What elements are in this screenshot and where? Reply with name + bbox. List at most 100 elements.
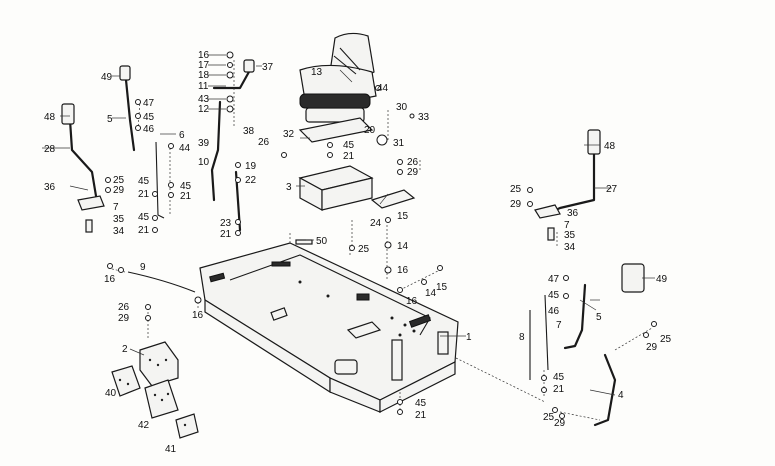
handle-49-right [621,263,645,293]
label-25: 25 [543,412,555,423]
label-35: 35 [113,214,125,225]
label-26: 26 [258,137,270,148]
label-48: 48 [604,141,616,152]
label-45: 45 [548,290,560,301]
seat-box [298,165,374,212]
label-45: 45 [143,112,155,123]
label-25: 25 [113,175,125,186]
rod-11 [212,68,252,90]
label-31: 31 [393,138,405,149]
label-9: 9 [140,262,146,273]
label-16: 16 [104,274,116,285]
lever-rod-5 [124,78,136,152]
cover-plate [370,189,416,209]
rod-8 [544,294,549,371]
label-30: 30 [396,102,408,113]
label-19: 19 [245,161,257,172]
label-27: 27 [606,184,618,195]
label-25: 25 [510,184,522,195]
label-11: 11 [198,81,209,92]
label-29: 29 [510,199,522,210]
label-43: 43 [198,94,210,105]
label-45: 45 [138,176,150,187]
label-45: 45 [553,372,565,383]
platform-frame [199,232,459,413]
label-25: 25 [660,334,672,345]
label-39: 39 [198,138,210,149]
label-4: 4 [618,390,624,401]
rod-6 [155,141,165,219]
label-21: 21 [138,225,150,236]
handle-knob-left [61,103,75,125]
lever-rod-left [68,118,98,198]
leader-lines [42,54,655,396]
label-34: 34 [564,242,576,253]
lever-rod-4 [593,353,617,427]
label-7: 7 [564,220,570,231]
label-46: 46 [548,306,560,317]
label-48: 48 [44,112,56,123]
bracket-right [534,204,561,219]
label-28: 28 [44,144,56,155]
knob-37 [243,59,255,73]
spring-right [547,227,555,241]
label-5: 5 [107,114,113,125]
label-12: 12 [198,104,210,115]
label-34: 34 [113,226,125,237]
lever-rod-10 [210,100,222,202]
label-7: 7 [556,320,562,331]
label-26: 26 [118,302,130,313]
label-15: 15 [397,211,409,222]
label-45: 45 [138,212,150,223]
label-38: 38 [243,126,255,137]
spring-left [85,219,93,233]
label-49: 49 [656,274,668,285]
label-21: 21 [220,229,232,240]
bracket-left [77,195,105,211]
label-49: 49 [101,72,113,83]
label-45: 45 [415,398,427,409]
label-29: 29 [113,185,125,196]
label-16: 16 [198,50,210,61]
label-22: 22 [245,175,257,186]
label-14: 14 [425,288,437,299]
label-2: 2 [122,344,128,355]
label-41: 41 [165,444,177,455]
handle-knob-49 [119,65,131,81]
label-6: 6 [179,130,185,141]
label-13: 13 [311,67,323,78]
label-44: 44 [377,83,389,94]
label-23: 23 [220,218,232,229]
label-32: 32 [283,129,295,140]
label-33: 33 [418,112,430,123]
assembly-lines [107,60,653,421]
part-labels: 16 17 18 11 43 12 37 13 44 49 47 45 46 5… [44,50,672,455]
label-47: 47 [143,98,155,109]
label-24: 24 [370,218,382,229]
label-21: 21 [138,189,150,200]
label-16: 16 [192,310,204,321]
label-5: 5 [596,312,602,323]
cable-9 [127,271,196,293]
label-16: 16 [397,265,409,276]
label-46: 46 [143,124,155,135]
label-25: 25 [358,244,370,255]
label-17: 17 [198,60,210,71]
label-47: 47 [548,274,560,285]
lever-rod-5-right [563,283,587,350]
label-36: 36 [44,182,56,193]
seat-assembly [298,32,377,143]
label-44: 44 [179,143,191,154]
fasteners [105,51,657,419]
label-18: 18 [198,70,210,81]
label-8: 8 [519,332,525,343]
label-20: 20 [364,125,376,136]
label-29: 29 [118,313,130,324]
label-14: 14 [397,241,409,252]
handle-knob-right [587,129,601,155]
label-45: 45 [343,140,355,151]
label-40: 40 [105,388,117,399]
label-37: 37 [262,62,274,73]
